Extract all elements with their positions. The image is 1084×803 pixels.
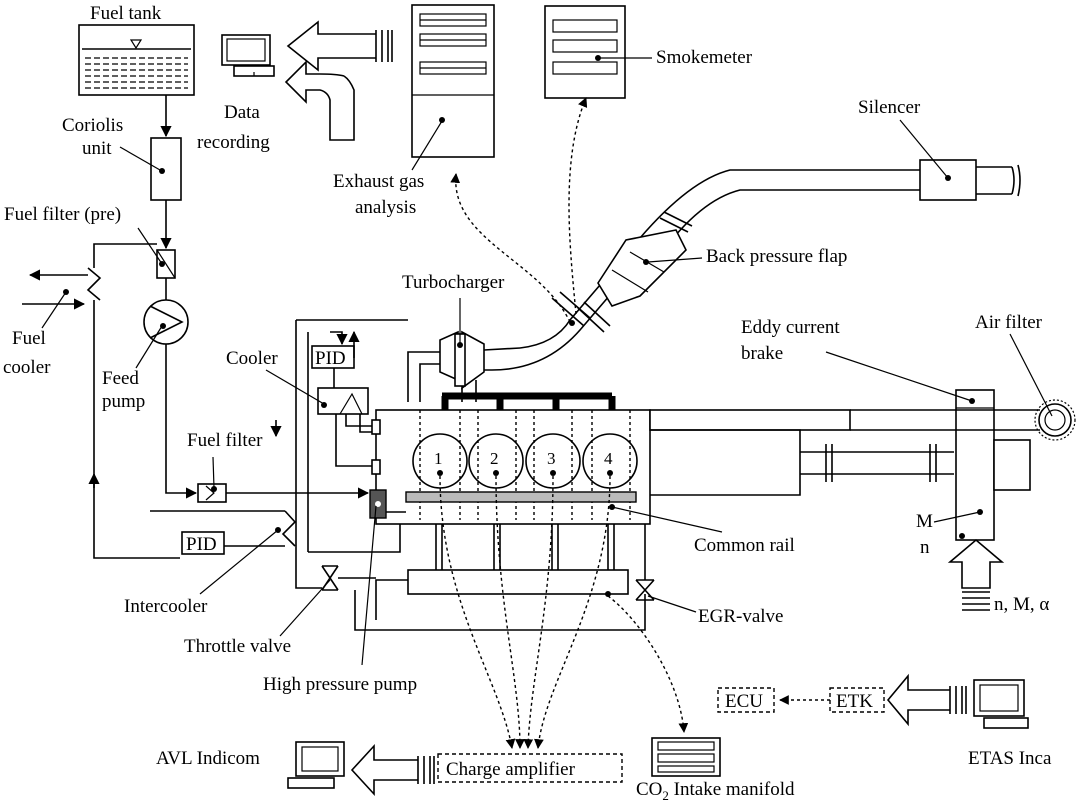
avl-indicom-label: AVL Indicom: [156, 748, 260, 769]
cylinder-3: [525, 433, 581, 489]
etk-box: [829, 687, 885, 713]
air-filter-label: Air filter: [975, 312, 1043, 333]
ecu-label: ECU: [725, 691, 763, 712]
cylinder-2: [468, 433, 524, 489]
charge-amplifier-box: [437, 753, 623, 783]
egr-valve: [635, 579, 655, 601]
data-recording-label-line1: Data: [224, 102, 260, 123]
fuel-filter: [197, 483, 227, 503]
co2-intake-manifold-label: CO2 Intake manifold: [636, 779, 795, 803]
feed-pump-label-line1: Feed: [102, 368, 139, 389]
intake-manifold: [407, 569, 629, 597]
intercooler-label: Intercooler: [124, 596, 208, 617]
fuel-cooler-label-line1: Fuel: [12, 328, 46, 349]
cooler-label: Cooler: [226, 348, 278, 369]
fuel-filter-pre: [156, 249, 176, 279]
feed-pump: [143, 299, 189, 345]
turbocharger-label: Turbocharger: [402, 272, 505, 293]
coriolis-unit: [150, 137, 182, 201]
smokemeter-label: Smokemeter: [656, 47, 753, 68]
etas-transfer-arrow-icon: [886, 673, 967, 727]
turbocharger: [407, 330, 521, 402]
cylinder-1: [412, 433, 468, 489]
coriolis-unit-label-line2: unit: [82, 138, 112, 159]
fuel-tank-label: Fuel tank: [90, 3, 162, 24]
cylinder-2-label: 2: [490, 449, 499, 468]
cylinder-4: [582, 433, 638, 489]
coriolis-unit-label-line1: Coriolis: [62, 115, 123, 136]
exhaust-gas-label-line1: Exhaust gas: [333, 171, 424, 192]
feed-pump-label-line2: pump: [102, 391, 145, 412]
ecu-box: [717, 687, 775, 713]
signal-input-arrow-icon: [947, 538, 1005, 611]
data-recording-computer-icon: [221, 34, 275, 77]
high-pressure-pump-label: High pressure pump: [263, 674, 417, 695]
high-pressure-pump: [369, 489, 387, 519]
silencer-label: Silencer: [858, 97, 921, 118]
data-recording-label-line2: recording: [197, 132, 270, 153]
cylinder-1-label: 1: [434, 449, 443, 468]
pid-controller-bottom: [181, 531, 225, 555]
eddy-current-brake-label-line2: brake: [741, 343, 783, 364]
n-m-alpha-label: n, M, α: [994, 594, 1049, 615]
eddy-current-brake-label-line1: Eddy current: [741, 317, 840, 338]
charge-amplifier-label: Charge amplifier: [446, 759, 576, 780]
egr-valve-label: EGR-valve: [698, 606, 783, 627]
etas-inca-label: ETAS Inca: [968, 748, 1052, 769]
throttle-valve: [321, 565, 339, 591]
fuel-filter-pre-label: Fuel filter (pre): [4, 204, 121, 225]
cooler: [317, 387, 369, 415]
common-rail-label: Common rail: [694, 535, 795, 556]
exhaust-pipe: [491, 159, 1021, 371]
pid-bottom-label: PID: [186, 534, 217, 555]
avl-transfer-arrow-icon: [350, 743, 435, 797]
exhaust-gas-analyzer: [411, 4, 495, 158]
throttle-valve-label: Throttle valve: [184, 636, 291, 657]
fuel-filter-label: Fuel filter: [187, 430, 263, 451]
smokemeter-device: [544, 5, 626, 99]
avl-indicom-computer-icon: [287, 741, 345, 789]
brake-speed-label: n: [920, 537, 930, 558]
pid-top-label: PID: [315, 348, 346, 369]
co2-analyzer: [651, 737, 721, 777]
data-transfer-arrow-icon: [284, 20, 393, 141]
back-pressure-flap-label: Back pressure flap: [706, 246, 847, 267]
fuel-cooler-label-line2: cooler: [3, 357, 51, 378]
cylinder-3-label: 3: [547, 449, 556, 468]
fuel-tank: [78, 24, 195, 96]
air-filter: [1034, 399, 1076, 441]
etk-label: ETK: [836, 691, 873, 712]
etas-inca-computer-icon: [973, 679, 1029, 729]
eddy-current-brake: [955, 389, 1031, 541]
catalyst-back-pressure-flap: [597, 211, 693, 307]
cylinder-4-label: 4: [604, 449, 613, 468]
brake-torque-label: M: [916, 511, 933, 532]
exhaust-gas-label-line2: analysis: [355, 197, 416, 218]
